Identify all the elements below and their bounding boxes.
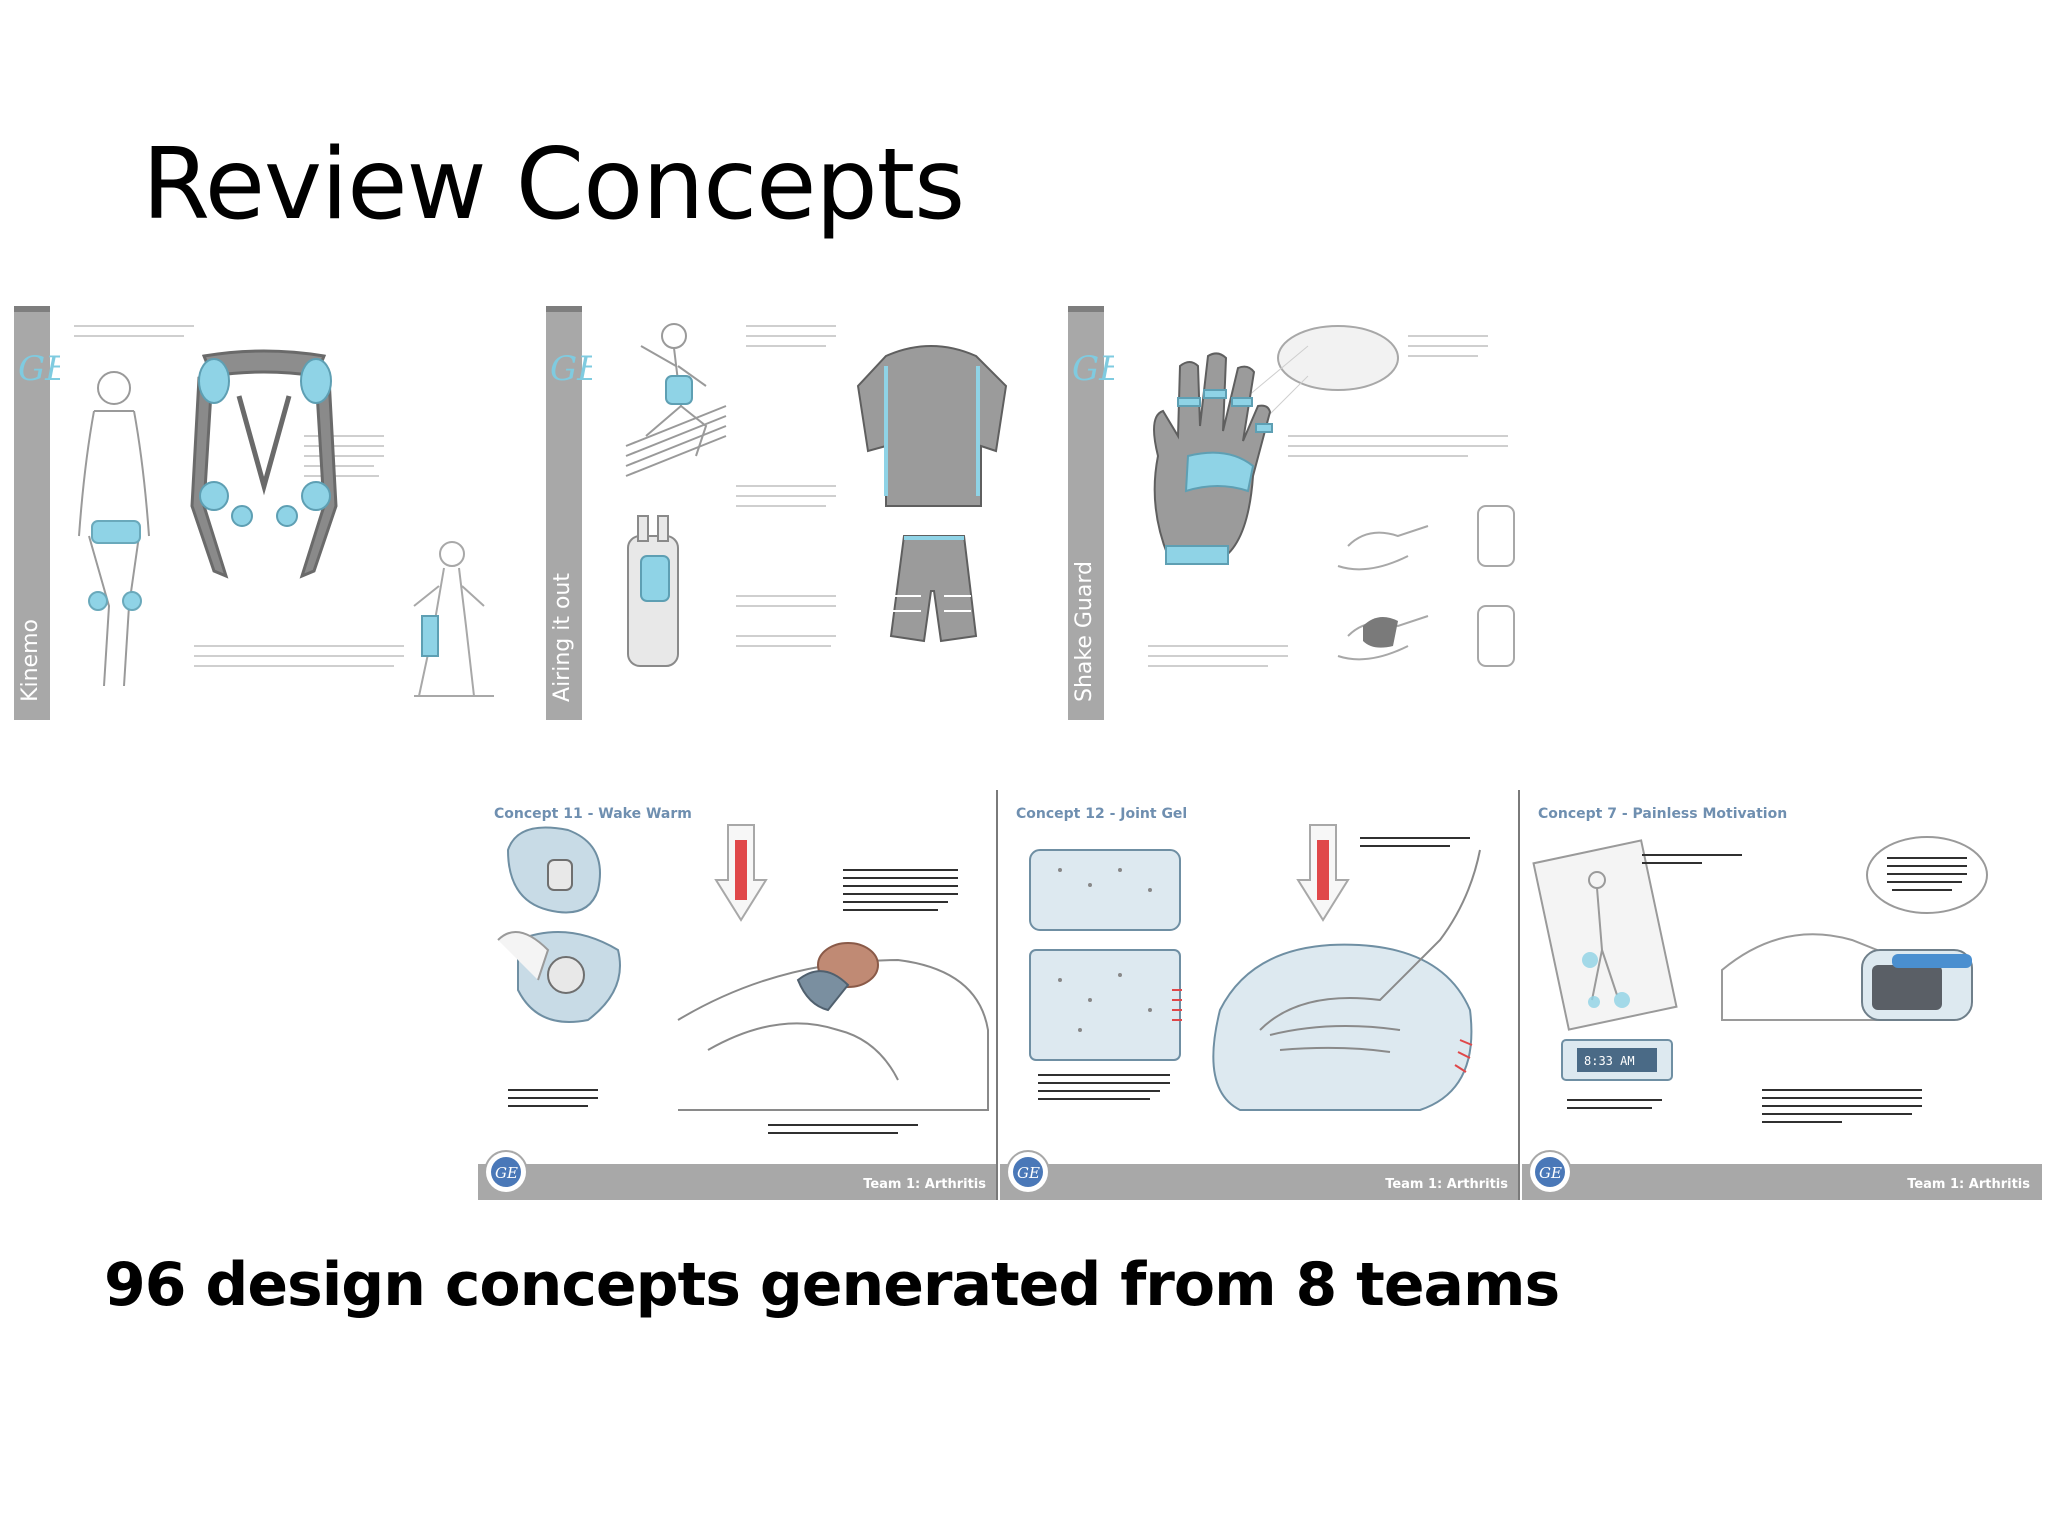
ge-logo-icon: GE xyxy=(1006,1150,1050,1194)
team-label: Team 1: Arthritis xyxy=(1907,1177,2030,1192)
board-label: Shake Guard xyxy=(1072,561,1097,702)
board-sidebar xyxy=(1068,306,1104,720)
painless-motivation-illustration: 8:33 AM xyxy=(1532,836,1988,1123)
concept-board-joint-gel: Concept 12 - Joint Gel GE Team 1: Arthri… xyxy=(1000,790,1520,1200)
concept-title: Concept 11 - Wake Warm xyxy=(494,806,692,822)
stabilizing-glove-illustration xyxy=(1148,325,1515,667)
board-label: Kinemo xyxy=(18,619,43,702)
ge-logo-icon: GE xyxy=(18,349,60,389)
svg-text:GE: GE xyxy=(1539,1164,1562,1182)
svg-text:GE: GE xyxy=(1072,349,1114,389)
slide-summary: 96 design concepts generated from 8 team… xyxy=(104,1250,1560,1320)
board-footer-bar xyxy=(1000,1164,1520,1200)
ge-logo-icon: GE xyxy=(484,1150,528,1194)
ge-logo-icon: GE xyxy=(550,349,592,389)
concept-board-kinemo: GE Kinemo xyxy=(14,306,534,720)
team-label: Team 1: Arthritis xyxy=(1385,1177,1508,1192)
concept-board-painless-motivation: 8:33 AM Concept 7 - Painless Motivation … xyxy=(1522,790,2042,1200)
cooling-garment-illustration xyxy=(625,323,1008,667)
svg-text:8:33 AM: 8:33 AM xyxy=(1584,1054,1635,1068)
svg-text:GE: GE xyxy=(18,349,60,389)
board-footer-bar xyxy=(1522,1164,2042,1200)
joint-gel-illustration xyxy=(1029,824,1481,1111)
concept-title: Concept 7 - Painless Motivation xyxy=(1538,806,1788,822)
board-sidebar xyxy=(14,306,50,720)
svg-text:GE: GE xyxy=(495,1164,518,1182)
concept-board-airing-it-out: GE Airing it out xyxy=(546,306,1066,720)
board-divider xyxy=(996,790,998,1200)
exoskeleton-illustration xyxy=(74,325,494,697)
concept-board-wake-warm: Concept 11 - Wake Warm GE Team 1: Arthri… xyxy=(478,790,998,1200)
concept-title: Concept 12 - Joint Gel xyxy=(1016,806,1188,822)
ge-logo-icon: GE xyxy=(1528,1150,1572,1194)
team-label: Team 1: Arthritis xyxy=(863,1177,986,1192)
ge-logo-icon: GE xyxy=(1072,349,1114,389)
board-sidebar xyxy=(546,306,582,720)
wake-warm-illustration xyxy=(497,824,989,1134)
board-divider xyxy=(1518,790,1520,1200)
slide-title: Review Concepts xyxy=(142,128,965,242)
svg-text:GE: GE xyxy=(1017,1164,1040,1182)
board-label: Airing it out xyxy=(550,573,575,702)
concept-board-shake-guard: GE Shake Guard xyxy=(1068,306,1588,720)
svg-text:GE: GE xyxy=(550,349,592,389)
board-footer-bar xyxy=(478,1164,998,1200)
